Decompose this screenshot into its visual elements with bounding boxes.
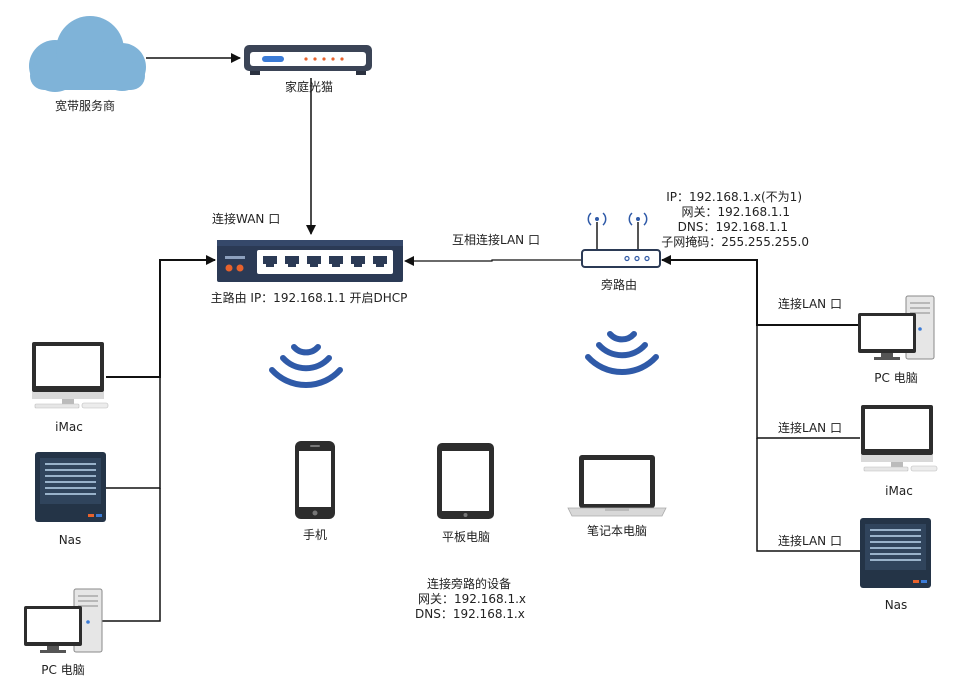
left-imac-line — [106, 255, 216, 378]
bypass-config-netmask: 子网掩码：255.255.255.0 — [661, 235, 809, 249]
nas-icon — [35, 452, 106, 522]
bypass-config-block: IP：192.168.1.x(不为1) 网关：192.168.1.1 DNS：1… — [0, 190, 830, 250]
monitor-icon — [32, 342, 109, 409]
laptop-icon — [567, 455, 667, 517]
left-nas-line — [106, 377, 161, 489]
phone-icon — [295, 441, 335, 519]
modem-icon — [244, 45, 372, 75]
devices-note-dns: DNS：192.168.1.x — [415, 607, 525, 621]
left-pc-label: PC 电脑 — [41, 663, 85, 677]
wifi-icon — [585, 331, 659, 376]
nas-icon — [860, 518, 931, 588]
desktop-pc-icon — [858, 295, 935, 360]
wan-port-label: 连接WAN 口 — [212, 212, 281, 226]
left-nas-label: Nas — [58, 533, 82, 547]
bypass-config-dns: DNS：192.168.1.1 — [677, 220, 788, 234]
wireless-router-icon — [581, 212, 661, 268]
modem-label: 家庭光猫 — [284, 80, 334, 94]
laptop-label: 笔记本电脑 — [586, 524, 648, 538]
bypass-router-label: 旁路由 — [600, 278, 638, 292]
connections — [102, 53, 860, 622]
main-router-label: 主路由 IP：192.168.1.1 开启DHCP — [210, 291, 408, 305]
tablet-icon — [437, 443, 494, 519]
isp-label: 宽带服务商 — [54, 99, 116, 113]
mutual-lan-label: 互相连接LAN 口 — [452, 233, 540, 247]
lan-label-2: 连接LAN 口 — [778, 421, 842, 435]
right-imac-label: iMac — [885, 484, 913, 498]
right-pc-label: PC 电脑 — [874, 371, 918, 385]
cloud-icon — [29, 16, 146, 92]
left-pc-line — [102, 488, 161, 622]
switch-router-icon — [217, 240, 403, 282]
devices-note-block: 连接旁路的设备 网关：192.168.1.x DNS：192.168.1.x — [415, 577, 526, 622]
lan-label-3: 连接LAN 口 — [778, 534, 842, 548]
lan-label-1: 连接LAN 口 — [778, 297, 842, 311]
left-imac-label: iMac — [55, 420, 83, 434]
monitor-icon — [861, 405, 938, 472]
devices-note-title: 连接旁路的设备 — [427, 577, 512, 591]
devices-note-gateway: 网关：192.168.1.x — [418, 592, 526, 606]
bypass-config-ip: IP：192.168.1.x(不为1) — [666, 190, 802, 204]
wifi-icon — [269, 344, 343, 389]
right-nas-label: Nas — [884, 598, 908, 612]
phone-label: 手机 — [302, 528, 328, 542]
right-pc-line — [661, 255, 858, 326]
bypass-to-router-line — [404, 256, 581, 266]
right-nas-line — [756, 438, 860, 552]
desktop-pc-icon — [24, 588, 103, 653]
bypass-config-gateway: 网关：192.168.1.1 — [681, 205, 790, 219]
tablet-label: 平板电脑 — [441, 530, 491, 544]
